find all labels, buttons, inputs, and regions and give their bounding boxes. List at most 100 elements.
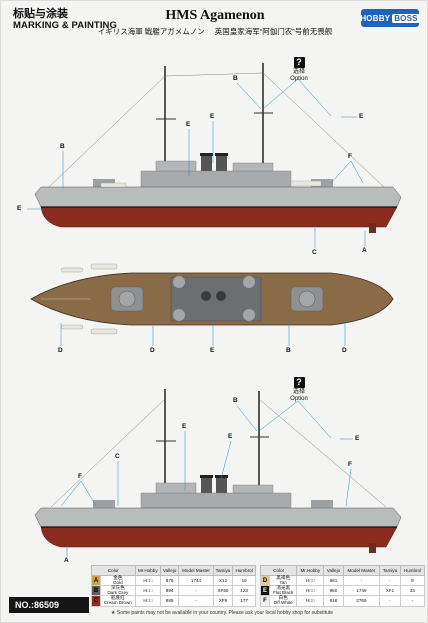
paint-code-vallejo: 950 — [323, 585, 344, 597]
legend-table-right: Color Mr.Hobby Vallejo Model Master Tami… — [259, 565, 426, 607]
subtitle-cn: 英国皇家海军“阿伽门农”号前无畏舰 — [214, 27, 333, 36]
color-name-cn: 黑褐色 — [276, 575, 291, 580]
option-cn: 选择 — [292, 389, 305, 395]
paint-code-vallejo: 878 — [159, 574, 180, 587]
col-model-master: Model Master — [178, 565, 214, 576]
paint-legend: Color Mr.Hobby Vallejo Model Master Tami… — [91, 565, 426, 609]
paint-code-vallejo: 918 — [323, 595, 344, 607]
callout-e-3: E — [210, 113, 215, 120]
color-name-cn: 白色 — [278, 595, 288, 601]
col-vallejo: Vallejo — [323, 565, 344, 576]
legend-table-left: Color Mr.Hobby Vallejo Model Master Tami… — [91, 565, 256, 607]
color-name-en: Dark Grey — [107, 589, 129, 595]
color-swatch: E — [260, 585, 270, 597]
color-swatch: C — [91, 595, 101, 607]
callout-f-2: F — [78, 473, 82, 480]
hobbyboss-logo: HOBBY BOSS — [360, 9, 420, 27]
legend-header-row: Color Mr.Hobby Vallejo Model Master Tami… — [91, 565, 256, 576]
callout-e-4: E — [359, 113, 364, 120]
question-icon: ? — [293, 377, 305, 388]
profile-view-top — [34, 63, 402, 233]
paint-code-humbrol: 177 — [232, 595, 256, 607]
subtitles: イギリス海軍 戦艦アガメムノン 英国皇家海军“阿伽门农”号前无畏舰 — [95, 26, 335, 37]
question-icon: ? — [293, 57, 305, 68]
paint-code-humbrol: 16 — [232, 574, 256, 587]
paint-code-tamiya: XF1 — [379, 585, 401, 597]
col-tamiya: Tamiya — [212, 565, 234, 576]
paint-code-mr: H□□ — [296, 574, 325, 587]
color-swatch: A — [91, 574, 101, 587]
paint-code-model-master: 1744 — [178, 574, 214, 587]
legend-header-row: Color Mr.Hobby Vallejo Model Master Tami… — [259, 565, 426, 576]
callout-e-5: E — [210, 347, 215, 354]
option-en: Option — [290, 395, 308, 402]
ship-name: HMS Agamenon — [165, 8, 265, 23]
header-center: HMS Agamenon イギリス海軍 戦艦アガメムノン 英国皇家海军“阿伽门农… — [95, 8, 335, 37]
callout-c-2: C — [115, 453, 120, 460]
option-en: Option — [290, 75, 308, 82]
callout-b-2: B — [233, 75, 238, 82]
color-name-cn: 消光黑 — [276, 585, 291, 591]
callout-f-1: F — [348, 153, 352, 160]
paint-code-mr: H□□ — [134, 585, 161, 597]
color-name-en: Tan — [279, 579, 287, 585]
paint-code-tamiya: - — [379, 595, 401, 607]
paint-code-vallejo: 985 — [159, 595, 180, 607]
paint-code-mr: H□□ — [134, 595, 161, 607]
color-name-en: Cream Brown — [103, 599, 132, 605]
brand-highlight: BOSS — [392, 13, 420, 23]
profile-view-bottom — [34, 389, 402, 553]
paint-code-tamiya: XF9 — [212, 595, 234, 607]
deck-plan — [30, 263, 394, 335]
callout-b-1: B — [60, 143, 65, 150]
color-name-en: Off White — [273, 599, 293, 605]
callout-a-2: A — [64, 557, 69, 564]
color-name-en: Flat Black — [273, 589, 294, 595]
col-mrhobby: Mr.Hobby — [296, 565, 325, 576]
color-name-cn: 船底红 — [110, 595, 125, 601]
header-left: 标贴与涂装 MARKING & PAINTING — [13, 8, 117, 31]
color-name-en: Gold — [112, 579, 123, 585]
color-swatch: F — [260, 595, 270, 607]
col-model-master: Model Master — [342, 565, 381, 576]
callout-d-2: D — [150, 347, 155, 354]
brand-text: HOBBY — [360, 13, 391, 23]
col-color: Color — [259, 565, 298, 576]
paint-code-tamiya: XF50 — [212, 585, 234, 597]
col-mrhobby: Mr.Hobby — [134, 565, 161, 576]
option-marker-2: ? 选择 Option — [287, 377, 311, 402]
callout-e-6: E — [182, 423, 187, 430]
color-swatch: B — [91, 585, 101, 597]
callout-d-1: D — [58, 347, 63, 354]
color-swatch: D — [260, 574, 270, 587]
paint-code-model-master: - — [178, 585, 214, 597]
paint-code-vallejo: 994 — [159, 585, 180, 597]
option-marker-1: ? 选择 Option — [287, 57, 311, 82]
col-color: Color — [91, 565, 136, 576]
paint-code-model-master: 2769 — [342, 595, 381, 607]
col-vallejo: Vallejo — [159, 565, 180, 576]
col-tamiya: Tamiya — [379, 565, 401, 576]
callout-e-2: E — [186, 121, 191, 128]
paint-code-humbrol: 123 — [232, 585, 256, 597]
paint-code-tamiya: X12 — [212, 574, 234, 587]
color-name-cn: 金色 — [113, 575, 123, 580]
option-cn: 选择 — [292, 69, 305, 75]
color-name-cn: 深灰色 — [110, 585, 125, 591]
col-humbrol: Humbrol — [399, 565, 426, 576]
paint-code-humbrol: - — [399, 595, 426, 607]
leader-lines — [27, 78, 366, 557]
marking-title-cn: 标贴与涂装 — [13, 8, 68, 20]
callout-f-3: F — [348, 461, 352, 468]
